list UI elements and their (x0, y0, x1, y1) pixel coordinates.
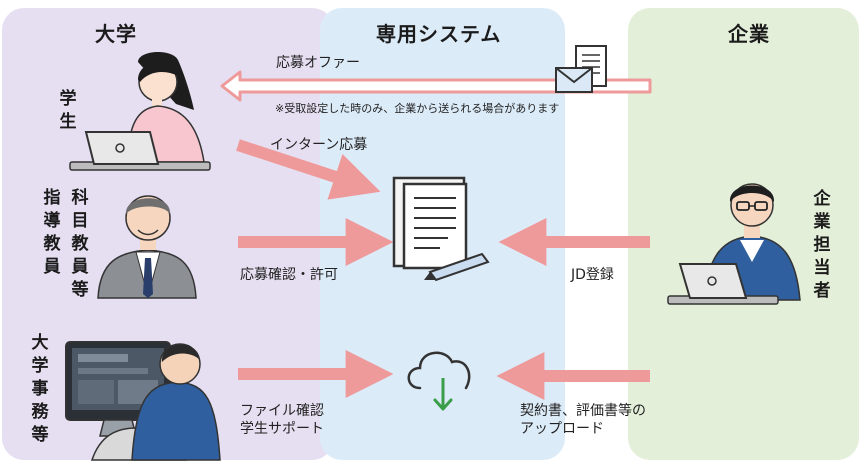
system-title: 専用システム (376, 22, 502, 46)
offer-label: 応募オファー (276, 55, 360, 71)
company-panel (628, 8, 859, 460)
company-rep-figure (667, 183, 801, 305)
office-staff-figure (65, 341, 221, 461)
faculty-label-col2: 指導教員 (43, 188, 61, 277)
offer-note: ※受取設定した時のみ、企業から送られる場合があります (275, 102, 560, 115)
student-support-label: 学生サポート (240, 421, 324, 437)
company-title: 企業 (728, 22, 770, 46)
company-rep-label: 企業担当者 (813, 189, 831, 301)
faculty-label-col1: 科目教員等 (71, 188, 89, 300)
envelope-icon (555, 45, 607, 93)
contract-label-2: アップロード (520, 421, 604, 437)
intern-apply-label: インターン応募 (270, 137, 368, 153)
contract-label-1: 契約書、評価書等の (520, 403, 646, 419)
student-figure (69, 51, 211, 171)
file-confirm-label: ファイル確認 (240, 403, 324, 419)
faculty-figure (97, 195, 197, 299)
university-title: 大学 (95, 22, 137, 46)
office-label: 大学事務等 (31, 333, 49, 445)
cloud-upload-icon (407, 351, 471, 411)
intern-apply-arrow (236, 139, 381, 200)
document-icon (392, 176, 490, 282)
student-label: 学生 (59, 89, 77, 132)
confirm-label: 応募確認・許可 (240, 267, 338, 283)
jd-label: JD登録 (571, 267, 614, 283)
